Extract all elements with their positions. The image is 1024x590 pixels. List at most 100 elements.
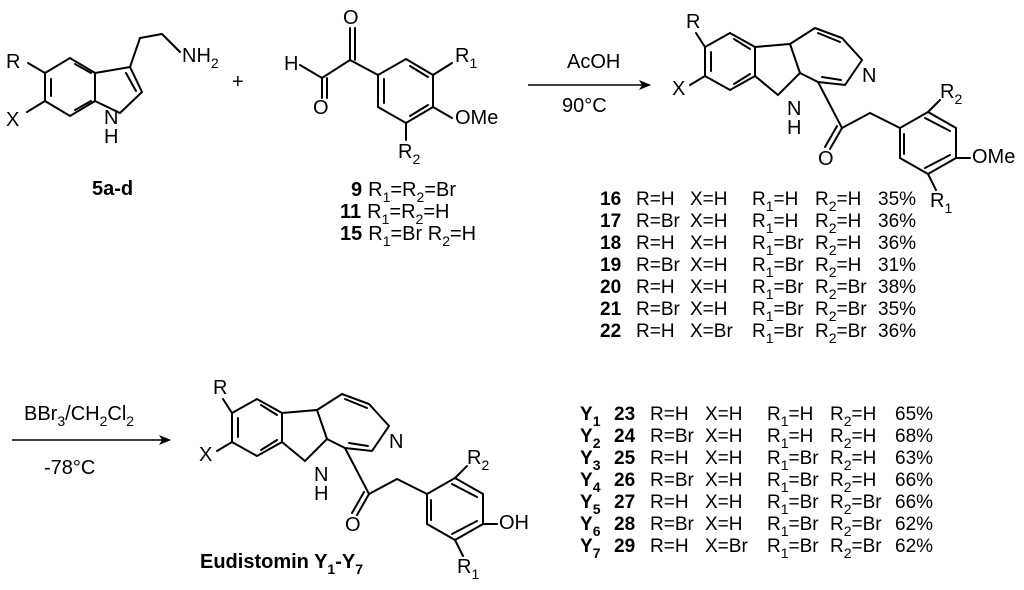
eudistomin-label: Y3 xyxy=(580,448,601,473)
product2-r-label: R xyxy=(213,377,227,399)
x-value: X=Br xyxy=(690,321,733,342)
r1-value: R1=Br xyxy=(767,514,819,539)
product1-r2-label: R2 xyxy=(940,81,962,107)
r-value: R=H xyxy=(636,233,675,254)
yield-value: 36% xyxy=(878,211,916,232)
r1-value: R1=Br xyxy=(767,448,819,473)
yield-value: 35% xyxy=(878,299,916,320)
r2-label: R2 xyxy=(398,141,420,167)
step2-condition: -78°C xyxy=(44,457,95,479)
compound-number: 24 xyxy=(614,426,636,447)
product1-r-label: R xyxy=(686,11,700,33)
r2-value: R2=H xyxy=(830,470,876,495)
compound-number: 28 xyxy=(614,514,635,535)
compound-number: 29 xyxy=(614,536,635,557)
eudistomin-name-label: Eudistomin Y1-Y7 xyxy=(200,551,363,577)
yield-value: 38% xyxy=(878,277,916,298)
amine-label: NH2 xyxy=(182,45,219,71)
r2-subscript: 2 xyxy=(412,151,420,167)
amine-subscript: 2 xyxy=(211,55,219,71)
yield-value: 36% xyxy=(878,233,916,254)
r2-value: R2=H xyxy=(815,189,861,214)
x-value: X=H xyxy=(705,514,743,535)
r2-value: R2=H xyxy=(830,404,876,429)
eudistomin-label: Y1 xyxy=(580,404,601,429)
compound-number: 19 xyxy=(600,255,621,276)
r2-text: R xyxy=(398,141,412,163)
variant-number: 9 xyxy=(351,179,362,201)
yield-value: 36% xyxy=(878,321,916,342)
yield-value: 68% xyxy=(895,426,933,447)
product1-r1-label: R1 xyxy=(930,190,952,216)
r-value: R=H xyxy=(636,277,675,298)
variant-number: 15 xyxy=(340,223,362,245)
r1-subscript: 1 xyxy=(469,55,477,71)
r-value: R=H xyxy=(650,448,689,469)
step2-arrow-group: BBr3/CH2Cl2 -78°C xyxy=(12,403,171,479)
eudistomin-label: Y7 xyxy=(580,536,601,561)
step1-condition: 90°C xyxy=(562,95,607,117)
compound-number: 26 xyxy=(614,470,635,491)
r2-value: R2=H xyxy=(830,426,876,451)
ketone-oxygen-label: O xyxy=(343,7,359,29)
product1-indole-h-label: H xyxy=(787,117,801,139)
x-value: X=H xyxy=(690,211,728,232)
step1-reagent: AcOH xyxy=(567,51,620,73)
methoxy-product-structure: R X N N H O R2 OMe R1 xyxy=(672,11,1015,216)
aldehyde-oxygen-label: O xyxy=(313,97,329,119)
r1-value: R1=Br xyxy=(752,277,804,302)
eudistomin-label: Y4 xyxy=(580,470,601,495)
methoxy-product-bonds xyxy=(689,26,971,191)
product1-methoxy-label: OMe xyxy=(972,146,1015,168)
r1-value: R1=Br xyxy=(752,321,804,346)
r1-value: R1=Br xyxy=(767,470,819,495)
r-value: R=Br xyxy=(636,299,680,320)
r2-value: R2=H xyxy=(830,448,876,473)
compound-number: 25 xyxy=(614,448,636,469)
product2-indole-n-label: N xyxy=(314,464,328,486)
x-value: X=H xyxy=(705,404,743,425)
r-value: R=Br xyxy=(636,211,680,232)
compound-number: 17 xyxy=(600,211,621,232)
product1-carbonyl-o-label: O xyxy=(818,148,834,170)
eudistomin-label: Y6 xyxy=(580,514,601,539)
r-value: R=H xyxy=(650,492,689,513)
indole-nitrogen-label: N xyxy=(104,107,118,129)
glyoxal-bonds xyxy=(299,27,453,141)
product2-r1-label: R1 xyxy=(457,556,479,582)
variant-number: 11 xyxy=(340,201,361,223)
methoxy-label: OMe xyxy=(455,107,498,129)
eudistomin-bonds xyxy=(216,392,498,557)
x-value: X=H xyxy=(705,492,743,513)
eudistomin-label: Y2 xyxy=(580,426,601,451)
x-value: X=H xyxy=(690,255,728,276)
step1-arrow-group: AcOH 90°C xyxy=(528,51,651,117)
r2-value: R2=Br xyxy=(830,536,882,561)
r2-value: R2=H xyxy=(815,233,861,258)
r2-value: R2=Br xyxy=(830,514,882,539)
compound-number: 16 xyxy=(600,189,621,210)
r-value: R=H xyxy=(650,404,689,425)
compound-number: 20 xyxy=(600,277,621,298)
product1-indole-n-label: N xyxy=(787,98,801,120)
r-value: R=H xyxy=(636,189,675,210)
x-value: X=H xyxy=(690,277,728,298)
tryptamine-bonds xyxy=(26,32,181,118)
r1-value: R1=Br xyxy=(767,492,819,517)
x-value: X=Br xyxy=(705,536,748,557)
yield-value: 63% xyxy=(895,448,933,469)
yield-value: 65% xyxy=(895,404,933,425)
r-value: R=H xyxy=(650,536,689,557)
yield-value: 35% xyxy=(878,189,916,210)
r1-value: R1=H xyxy=(767,404,813,429)
